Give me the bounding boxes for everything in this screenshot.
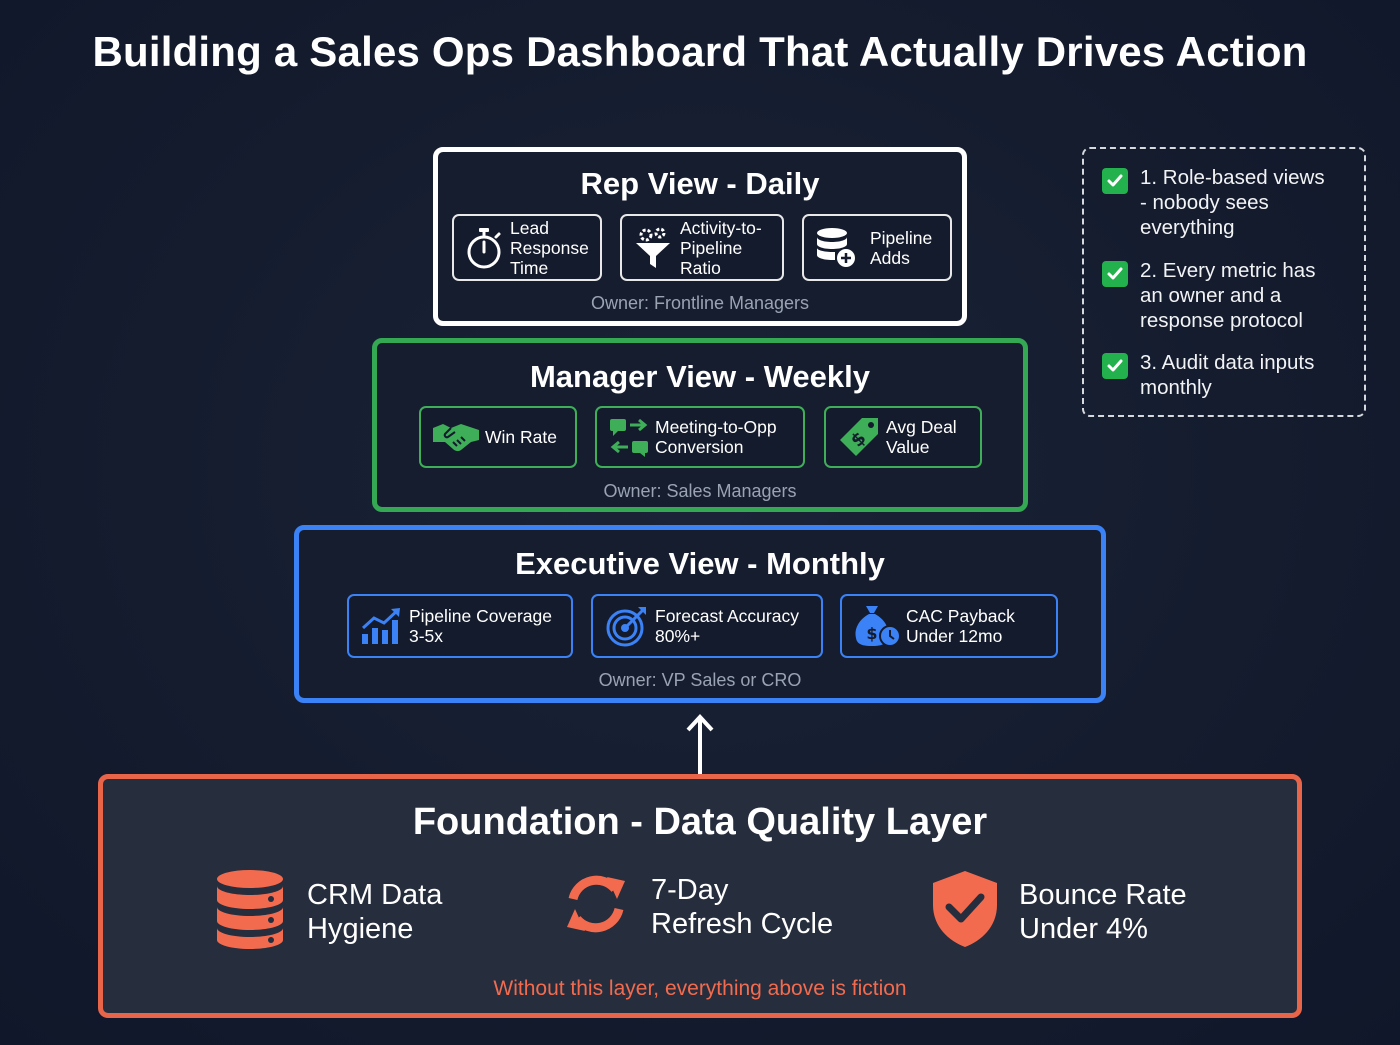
- checkmark-icon: [1102, 168, 1128, 194]
- metric-card-activity-to-pipeline: Activity-to- Pipeline Ratio: [620, 214, 784, 281]
- foundation-label: CRM Data Hygiene: [307, 878, 443, 945]
- foundation-tier: Foundation - Data Quality Layer CRM Data…: [98, 774, 1302, 1018]
- checklist-item: 3. Audit data inputs monthly: [1102, 350, 1360, 400]
- metric-label: Avg Deal Value: [886, 417, 957, 457]
- foundation-label: Bounce Rate Under 4%: [1019, 878, 1187, 945]
- metric-card-pipeline-coverage: Pipeline Coverage 3-5x: [347, 594, 573, 658]
- foundation-caption: Without this layer, everything above is …: [493, 977, 907, 1000]
- checklist-text: 3. Audit data inputs monthly: [1140, 351, 1315, 399]
- metric-card-avg-deal-value: $ Avg Deal Value: [824, 406, 982, 468]
- metric-card-lead-response-time: Lead Response Time: [452, 214, 602, 281]
- checklist-panel: 1. Role-based views - nobody sees everyt…: [1082, 147, 1366, 417]
- owner-label: Owner: Frontline Managers: [590, 293, 810, 313]
- metric-card-pipeline-adds: Pipeline Adds: [802, 214, 952, 281]
- rep-view-tier: Rep View - Daily Lead Response Time Acti…: [433, 147, 967, 326]
- growth-chart-icon: [355, 606, 409, 646]
- metric-label: CAC Payback Under 12mo: [906, 606, 1015, 646]
- foundation-title: Foundation - Data Quality Layer: [412, 801, 988, 843]
- foundation-item-crm-hygiene: CRM Data Hygiene: [215, 869, 442, 954]
- shield-check-icon: [931, 869, 999, 954]
- up-arrow-icon: [686, 714, 714, 776]
- executive-view-tier: Executive View - Monthly Pipeline Covera…: [294, 525, 1106, 703]
- foundation-label: 7-Day Refresh Cycle: [651, 873, 834, 940]
- funnel-gears-icon: [626, 226, 680, 270]
- executive-view-title: Executive View - Monthly: [515, 546, 885, 581]
- money-bag-clock-icon: $: [848, 604, 906, 648]
- metric-label: Win Rate: [485, 427, 557, 447]
- stopwatch-icon: [458, 227, 510, 269]
- foundation-item-bounce-rate: Bounce Rate Under 4%: [931, 869, 1187, 954]
- metric-card-cac-payback: $ CAC Payback Under 12mo: [840, 594, 1058, 658]
- metric-label: Activity-to- Pipeline Ratio: [680, 217, 762, 278]
- database-plus-icon: [808, 226, 864, 270]
- chat-exchange-icon: [603, 417, 655, 457]
- checklist-text: 1. Role-based views - nobody sees everyt…: [1140, 166, 1325, 239]
- refresh-icon: [561, 869, 631, 944]
- database-icon: [215, 869, 285, 954]
- metric-label: Forecast Accuracy 80%+: [655, 606, 799, 646]
- price-tag-icon: $: [832, 416, 886, 458]
- owner-label: Owner: Sales Managers: [603, 481, 797, 501]
- metric-label: Lead Response Time: [510, 217, 589, 278]
- owner-label: Owner: VP Sales or CRO: [598, 670, 802, 690]
- checkmark-icon: [1102, 261, 1128, 287]
- target-icon: [599, 604, 655, 648]
- manager-view-tier: Manager View - Weekly Win Rate Meeting-t…: [372, 338, 1028, 512]
- metric-card-meeting-to-opp: Meeting-to-Opp Conversion: [595, 406, 805, 468]
- manager-view-title: Manager View - Weekly: [529, 359, 870, 394]
- svg-text:$: $: [866, 624, 877, 643]
- rep-view-title: Rep View - Daily: [580, 166, 820, 201]
- checklist-item: 1. Role-based views - nobody sees everyt…: [1102, 165, 1360, 240]
- checklist-item: 2. Every metric has an owner and a respo…: [1102, 258, 1360, 333]
- checkmark-icon: [1102, 353, 1128, 379]
- foundation-item-refresh-cycle: 7-Day Refresh Cycle: [561, 869, 833, 944]
- metric-label: Pipeline Adds: [870, 227, 933, 268]
- page-title: Building a Sales Ops Dashboard That Actu…: [92, 28, 1308, 75]
- metric-label: Meeting-to-Opp Conversion: [655, 417, 777, 457]
- metric-card-forecast-accuracy: Forecast Accuracy 80%+: [591, 594, 823, 658]
- checklist-text: 2. Every metric has an owner and a respo…: [1140, 259, 1316, 332]
- metric-card-win-rate: Win Rate: [419, 406, 577, 468]
- handshake-icon: [427, 420, 485, 454]
- metric-label: Pipeline Coverage 3-5x: [409, 606, 553, 646]
